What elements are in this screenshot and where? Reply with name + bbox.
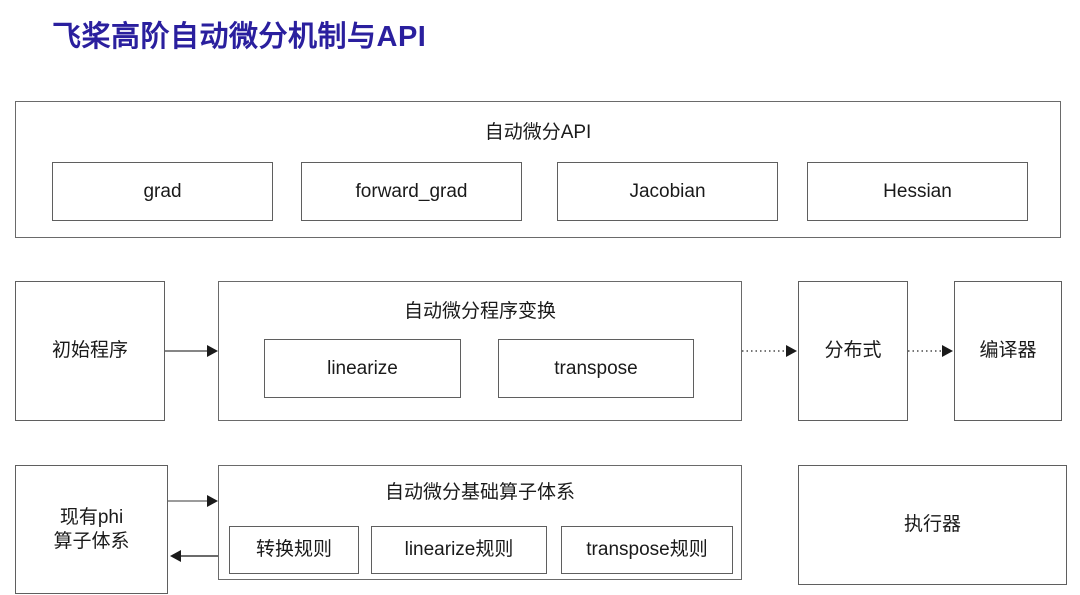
box-rule-linearize[interactable]: linearize规则: [371, 526, 547, 574]
box-transpose-label: transpose: [554, 357, 638, 379]
box-compiler-label: 编译器: [979, 340, 1037, 362]
page-title: 飞桨高阶自动微分机制与API: [52, 21, 427, 53]
box-linearize-label: linearize: [327, 357, 398, 379]
box-existing-phi-ops[interactable]: 现有phi 算子体系: [15, 465, 168, 594]
arrow-primitive-to-existing-phi: [170, 550, 220, 562]
arrow-existing-phi-to-primitive: [168, 495, 218, 507]
arrow-distributed-to-compiler: [908, 345, 953, 357]
box-distributed[interactable]: 分布式: [798, 281, 908, 421]
api-box-jacobian[interactable]: Jacobian: [557, 162, 778, 221]
api-box-grad[interactable]: grad: [52, 162, 273, 221]
api-box-forward-grad[interactable]: forward_grad: [301, 162, 522, 221]
box-rule-convert[interactable]: 转换规则: [229, 526, 359, 574]
autodiff-primitive-ops-panel: 自动微分基础算子体系 转换规则 linearize规则 transpose规则: [218, 465, 742, 580]
api-box-hessian[interactable]: Hessian: [807, 162, 1028, 221]
box-compiler[interactable]: 编译器: [954, 281, 1062, 421]
api-box-hessian-label: Hessian: [883, 180, 952, 202]
box-linearize[interactable]: linearize: [264, 339, 461, 398]
arrow-transform-to-distributed: [742, 345, 797, 357]
box-rule-transpose-label: transpose规则: [586, 539, 708, 561]
box-executor[interactable]: 执行器: [798, 465, 1067, 585]
box-transpose[interactable]: transpose: [498, 339, 694, 398]
box-existing-phi-ops-line2: 算子体系: [53, 530, 130, 552]
box-distributed-label: 分布式: [824, 340, 882, 362]
autodiff-transform-group-label: 自动微分程序变换: [403, 301, 556, 322]
box-rule-convert-label: 转换规则: [255, 539, 332, 561]
autodiff-primitive-ops-group-label: 自动微分基础算子体系: [384, 482, 575, 503]
box-initial-program-label: 初始程序: [51, 340, 128, 362]
autodiff-api-group-label: 自动微分API: [484, 122, 592, 143]
box-existing-phi-ops-label: 现有phi 算子体系: [53, 506, 129, 554]
box-rule-linearize-label: linearize规则: [404, 539, 514, 561]
box-initial-program[interactable]: 初始程序: [15, 281, 165, 421]
arrow-initial-program-to-transform: [165, 345, 218, 357]
api-box-jacobian-label: Jacobian: [629, 180, 706, 202]
api-box-grad-label: grad: [143, 180, 182, 202]
box-existing-phi-ops-line1: 现有phi: [59, 506, 124, 528]
api-box-forward-grad-label: forward_grad: [355, 180, 468, 202]
autodiff-transform-panel: 自动微分程序变换 linearize transpose: [218, 281, 742, 421]
box-rule-transpose[interactable]: transpose规则: [561, 526, 733, 574]
autodiff-api-panel: 自动微分API grad forward_grad Jacobian Hessi…: [15, 101, 1061, 238]
box-executor-label: 执行器: [903, 514, 961, 536]
